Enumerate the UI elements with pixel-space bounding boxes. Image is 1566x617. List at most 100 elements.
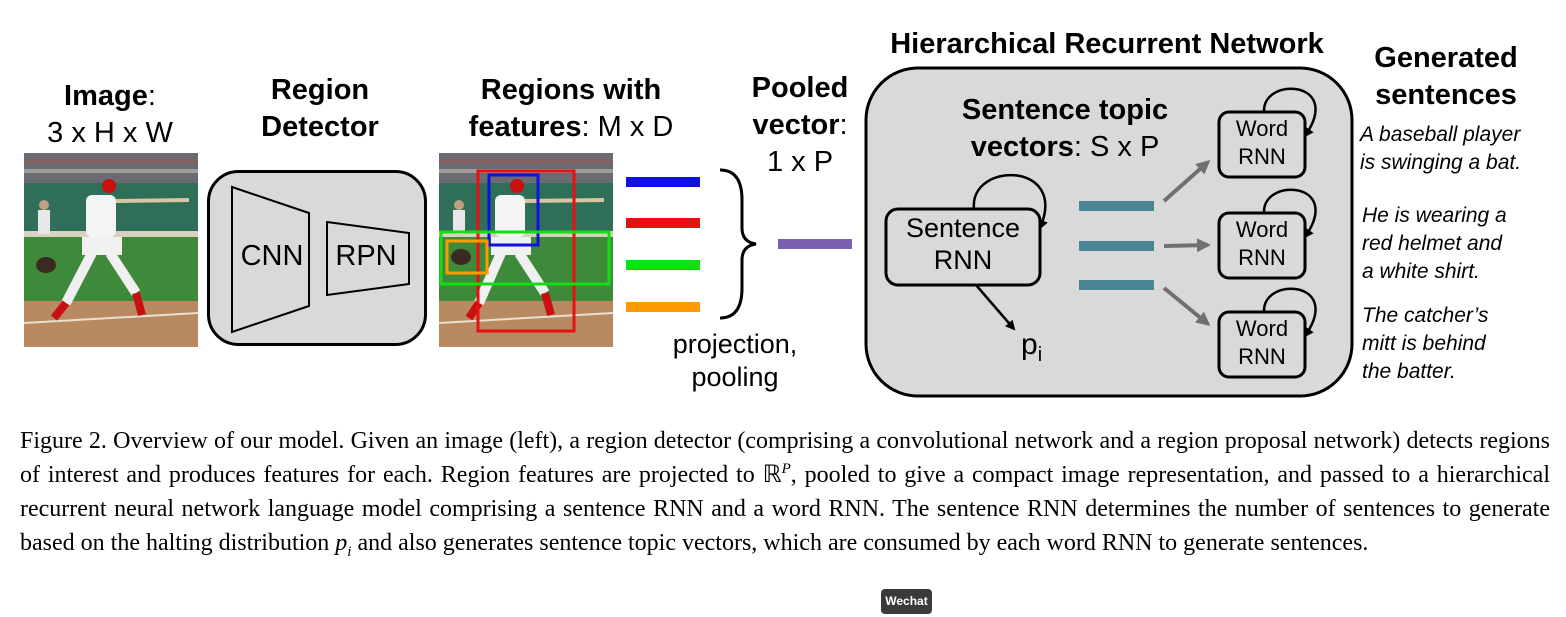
- feature-bar-red: [626, 218, 700, 228]
- caption-math-p-sub: i: [347, 543, 352, 560]
- baseball-photo-illustration: [24, 153, 198, 347]
- sentence-rnn-line1: Sentence: [905, 213, 1021, 243]
- projection-label: projection, pooling: [650, 328, 820, 394]
- sentence-3-line3: the batter.: [1362, 360, 1456, 383]
- hrn-title: Hierarchical Recurrent Network: [862, 26, 1352, 63]
- topic-arrow-1: [1162, 160, 1211, 203]
- feature-bar-orange: [626, 302, 700, 312]
- sentence-rnn-box: [884, 207, 1042, 287]
- word-rnn-1-line1: Word: [1235, 116, 1289, 141]
- pooled-line2-bold: vector: [752, 109, 840, 141]
- regions-header: Regions with features: M x D: [438, 72, 704, 146]
- word-rnn-box-1: [1217, 110, 1307, 179]
- pooled-line1: Pooled: [751, 72, 849, 104]
- sentence-rnn-label: Sentence RNN: [886, 212, 1040, 276]
- region-detector-line1: Region: [270, 74, 370, 106]
- regions-photo-illustration: [439, 153, 613, 347]
- topic-line2-rest: : S x P: [1073, 131, 1160, 163]
- sentence-1-line1: A baseball player: [1360, 123, 1521, 146]
- pooled-vector-bar: [778, 239, 852, 249]
- projection-graphics: [626, 168, 852, 320]
- pooled-header: Pooled vector: 1 x P: [730, 70, 870, 181]
- caption-part1: Figure 2. Overview of our model. Given a…: [20, 428, 1550, 488]
- generated-line1: Generated: [1374, 42, 1518, 74]
- cnn-label: CNN: [240, 240, 304, 272]
- generated-sentence-3: The catcher’s mitt is behind the batter.: [1362, 302, 1488, 386]
- word-rnn-label-1: Word RNN: [1219, 115, 1305, 171]
- feature-bar-green: [626, 260, 700, 270]
- hrn-graphics: [864, 66, 1354, 398]
- topic-line2-bold: vectors: [970, 131, 1074, 163]
- word-rnn-3-line2: RNN: [1238, 344, 1286, 369]
- generated-line2: sentences: [1375, 79, 1517, 111]
- region-detector-header: Region Detector: [220, 72, 420, 146]
- region-box-blue: [487, 173, 540, 247]
- caption-part3: and also generates sentence topic vector…: [351, 530, 1369, 556]
- halting-p: p: [1021, 328, 1038, 361]
- topic-vectors-header: Sentence topic vectors: S x P: [930, 92, 1200, 166]
- sentence-2-line3: a white shirt.: [1362, 260, 1480, 283]
- sentence-3-line2: mitt is behind: [1362, 332, 1486, 355]
- input-image: [24, 153, 198, 347]
- sentence-2-line2: red helmet and: [1362, 232, 1503, 255]
- projection-area: [620, 160, 860, 330]
- regions-line2-rest: : M x D: [581, 111, 674, 143]
- caption-part2: , pooled to give a compact image represe…: [20, 462, 1551, 556]
- feature-bar-blue: [626, 177, 700, 187]
- word-rnn-3-line1: Word: [1235, 316, 1289, 341]
- projection-line1: projection,: [672, 329, 798, 359]
- region-detector-shape: [207, 170, 427, 346]
- word-rnn-label-2: Word RNN: [1219, 216, 1305, 272]
- topic-vector-3: [1079, 280, 1154, 290]
- rpn-trapezoid: [326, 220, 410, 297]
- word-rnn-2-line2: RNN: [1238, 245, 1286, 270]
- halting-sub: i: [1037, 344, 1043, 366]
- pooling-brace: [719, 168, 757, 320]
- word-rnn-loop-3: [1262, 287, 1317, 338]
- caption-math-p: p: [335, 530, 348, 556]
- sentence-3-line1: The catcher’s: [1362, 304, 1489, 327]
- halting-label: pi: [1021, 328, 1042, 372]
- caption-math-r: ℝ: [762, 462, 782, 488]
- generated-sentence-2: He is wearing a red helmet and a white s…: [1362, 202, 1507, 286]
- word-rnn-1-line2: RNN: [1238, 144, 1286, 169]
- caption-math-r-sup: P: [781, 461, 791, 477]
- region-box-red: [476, 169, 576, 333]
- image-header-bold: Image: [64, 80, 148, 112]
- topic-vector-2: [1079, 241, 1154, 251]
- region-detector-line2: Detector: [261, 111, 379, 143]
- regions-line2-bold: features: [468, 111, 582, 143]
- sentence-rnn-line2: RNN: [933, 245, 993, 275]
- sentence-rnn-loop: [972, 173, 1048, 230]
- cnn-trapezoid: [231, 185, 310, 334]
- word-rnn-label-3: Word RNN: [1219, 315, 1305, 371]
- region-box-orange: [445, 239, 489, 275]
- region-box-green: [439, 230, 611, 286]
- image-header-colon: :: [147, 80, 156, 112]
- rpn-label: RPN: [335, 240, 397, 272]
- figure-caption: Figure 2. Overview of our model. Given a…: [20, 424, 1550, 560]
- hrn-title-text: Hierarchical Recurrent Network: [890, 28, 1324, 60]
- wechat-badge: Wechat: [881, 589, 932, 614]
- pooled-dims: 1 x P: [766, 146, 834, 178]
- sentence-2-line1: He is wearing a: [1362, 204, 1507, 227]
- topic-arrow-3: [1162, 286, 1211, 326]
- word-rnn-box-2: [1217, 211, 1307, 280]
- topic-arrow-2: [1163, 238, 1211, 253]
- region-detector-box: [207, 170, 427, 346]
- image-dims: 3 x H x W: [47, 117, 173, 149]
- word-rnn-2-line1: Word: [1235, 217, 1289, 242]
- topic-vector-1: [1079, 201, 1154, 211]
- topic-line1: Sentence topic: [961, 94, 1169, 126]
- generated-sentence-1: A baseball player is swinging a bat.: [1360, 121, 1521, 177]
- generated-header: Generated sentences: [1356, 40, 1536, 114]
- word-rnn-loop-2: [1262, 188, 1317, 239]
- hrn-panel: [864, 66, 1354, 398]
- word-rnn-loop-1: [1262, 87, 1317, 138]
- regions-line1: Regions with: [480, 74, 662, 106]
- sentence-1-line2: is swinging a bat.: [1360, 151, 1522, 174]
- projection-line2: pooling: [691, 362, 779, 392]
- regions-image: [439, 153, 613, 347]
- halting-arrow: [975, 284, 1016, 331]
- image-header: Image: 3 x H x W: [20, 78, 200, 152]
